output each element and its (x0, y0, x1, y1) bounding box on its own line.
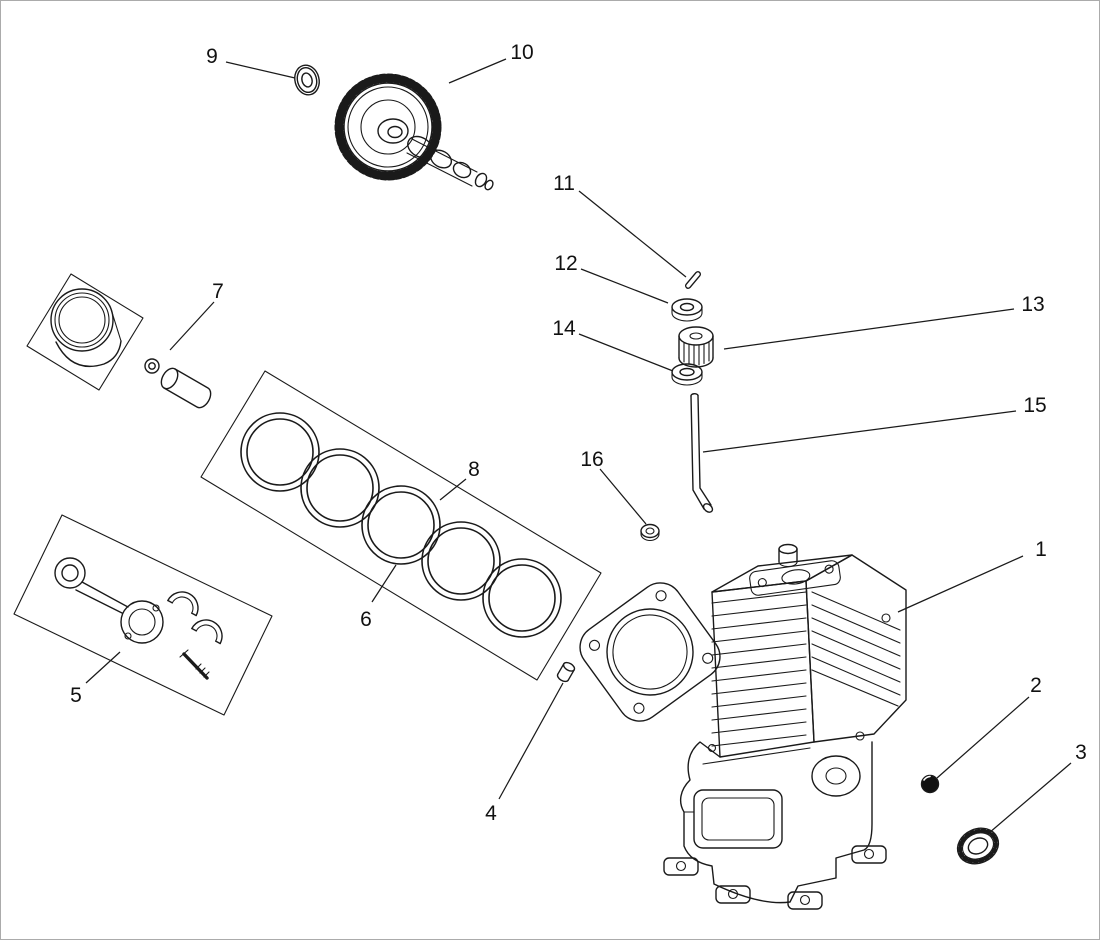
cylinder-barrel-drawing (711, 580, 815, 758)
callout-label-5: 5 (70, 684, 82, 707)
leader-line-2 (936, 696, 1030, 779)
piston-drawing (50, 288, 122, 368)
leader-line-14 (578, 333, 674, 372)
leader-line-10 (448, 58, 507, 84)
piston-ring-drawing-5 (482, 558, 562, 638)
governor-pin-drawing (684, 271, 702, 289)
leader-lines (85, 58, 1072, 834)
leader-line-8 (439, 478, 467, 501)
connecting-rod-drawing (54, 557, 164, 644)
leader-line-6 (371, 564, 397, 603)
callout-labels: 1 2 3 4 5 6 7 8 9 10 11 12 13 14 15 16 (70, 41, 1087, 825)
callout-label-3: 3 (1075, 741, 1087, 764)
leader-line-3 (988, 762, 1072, 834)
governor-washer-upper-drawing (671, 298, 703, 322)
callout-label-16: 16 (580, 448, 603, 471)
callout-label-8: 8 (468, 458, 480, 481)
barrel-fins (711, 591, 807, 747)
crankcase-lower-drawing (663, 741, 887, 910)
leader-line-11 (578, 190, 687, 278)
leader-line-12 (580, 268, 669, 304)
piston-clip-drawing (144, 358, 160, 374)
callout-label-4: 4 (485, 802, 497, 825)
piston-rings-box (200, 370, 602, 681)
callout-label-15: 15 (1023, 394, 1046, 417)
callout-label-9: 9 (206, 45, 218, 68)
dowel-pin-drawing (556, 661, 576, 683)
rod-bolt-drawing (179, 649, 210, 680)
callout-label-7: 7 (212, 280, 224, 303)
piston-ring-drawing-3 (361, 485, 441, 565)
cam-lobes (406, 135, 494, 191)
breather-boss (778, 543, 798, 568)
mounting-feet (663, 845, 887, 910)
piston-ring-drawing-2 (300, 448, 380, 528)
callout-label-2: 2 (1030, 674, 1042, 697)
piston-ring-drawing-1 (240, 412, 320, 492)
governor-gear-drawing (678, 326, 714, 368)
camshaft-washer-drawing (294, 64, 320, 96)
cylinder-block-drawing (579, 543, 907, 910)
governor-shaft-drawing (690, 393, 714, 513)
plug-drawing (920, 774, 940, 794)
piston-box (26, 273, 144, 391)
callout-label-12: 12 (554, 252, 577, 275)
block-right-face (805, 554, 907, 743)
callout-label-14: 14 (552, 317, 576, 340)
leader-line-16 (599, 468, 647, 525)
leader-line-13 (723, 308, 1015, 350)
leader-line-9 (225, 61, 296, 79)
oil-seal-drawing (956, 827, 1000, 865)
callout-label-11: 11 (553, 172, 575, 195)
right-fins (811, 591, 901, 707)
leader-line-5 (85, 651, 121, 684)
rod-cap-drawing-2 (191, 619, 223, 645)
connecting-rod-box (13, 514, 273, 716)
governor-washer-lower-drawing (671, 363, 703, 386)
cylinder-gasket-drawing (579, 582, 721, 722)
leader-line-4 (498, 682, 564, 800)
bushing-drawing (640, 523, 660, 542)
piston-pin-drawing (160, 367, 212, 409)
callout-label-1: 1 (1035, 538, 1047, 561)
leader-line-7 (169, 301, 215, 351)
piston-ring-drawing-4 (421, 521, 501, 601)
callout-label-6: 6 (360, 608, 372, 631)
block-top-face (711, 543, 853, 596)
rod-cap-drawing-1 (167, 591, 199, 617)
callout-label-10: 10 (510, 41, 533, 64)
leader-line-1 (897, 555, 1024, 613)
camshaft-drawing (334, 73, 494, 191)
leader-line-15 (702, 410, 1017, 453)
callout-label-13: 13 (1021, 293, 1044, 316)
